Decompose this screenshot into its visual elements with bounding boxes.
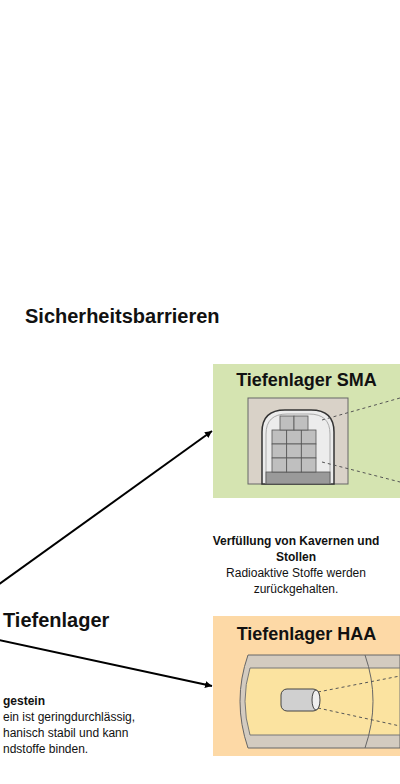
repository-heading: Tiefenlager [0,598,115,636]
haa-panel [213,616,400,756]
diagram-title: Sicherheitsbarrieren [25,305,220,328]
sma-box: Tiefenlager SMA [213,364,400,498]
sma-cavern [248,398,400,484]
box-heading: Tiefenlager [3,608,109,632]
box-heading: Tiefenlager HAA [217,624,396,646]
barrier-heading: Verfüllung von Kavernen und Stollen [206,533,386,565]
arrow-connector [0,431,212,598]
box-heading: Tiefenlager SMA [217,370,396,392]
barrier-text: Radioaktive Stoffe werden zurückgehalten… [206,565,386,597]
barrier-text: ein ist geringdurchlässig, hanisch stabi… [3,709,163,757]
barrier-heading: gestein [3,693,173,709]
haa-box: Tiefenlager HAA [213,616,400,756]
arrow-connector [0,636,212,686]
sma-panel [213,364,400,498]
haa-tunnel [240,655,400,748]
